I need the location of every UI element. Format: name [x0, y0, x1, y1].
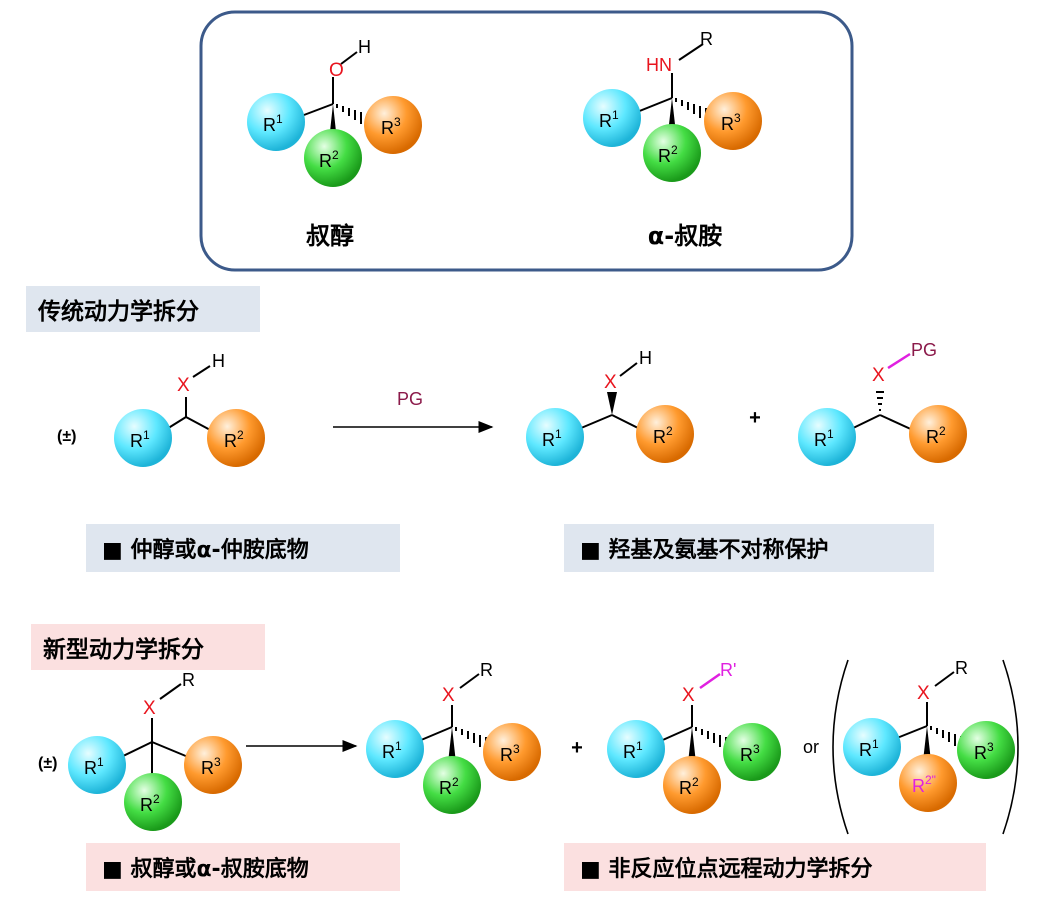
r1-label: R1 [84, 755, 104, 778]
novel-note-label-bg [564, 843, 986, 891]
r3-label: R3 [974, 740, 994, 763]
r3-sphere [704, 92, 762, 150]
r2-label: R2 [319, 148, 339, 171]
racemic-label: (±) [57, 428, 76, 445]
novel-product-unreacted: X R R1 R2 R3 [366, 660, 541, 814]
novel-product-alternative: X R R1 R2" R3 [843, 658, 1015, 812]
traditional-substrate: X H R1 R2 [114, 351, 265, 467]
r3-label: R3 [740, 742, 760, 765]
hydrogen-label: H [358, 37, 371, 57]
r3-sphere [483, 723, 541, 781]
tertiary-amine-caption: α-叔胺 [648, 222, 722, 250]
r-atom-label: R [480, 660, 493, 680]
r1-sphere [114, 409, 172, 467]
x-atom-label: X [442, 685, 455, 706]
x-atom-label: X [682, 685, 695, 706]
right-parenthesis [1002, 659, 1019, 835]
x-atom-label: X [872, 365, 885, 386]
plus-sign: + [571, 737, 583, 759]
r1-sphere [68, 736, 126, 794]
left-parenthesis [832, 659, 849, 835]
r2-label: R2 [439, 775, 459, 798]
novel-note-label: ■ 非反应位点远程动力学拆分 [580, 856, 872, 882]
or-label: or [803, 737, 819, 757]
r1-sphere [526, 408, 584, 466]
r3-label: R3 [500, 742, 520, 765]
r3-sphere [364, 96, 422, 154]
traditional-heading: 传统动力学拆分 [37, 298, 199, 325]
tertiary-amine-structure: HN R R1 R2 R3 α-叔胺 [583, 29, 762, 250]
r1-label: R1 [263, 112, 283, 135]
r1-sphere [247, 93, 305, 151]
r2-sphere [636, 405, 694, 463]
r2-sphere [423, 756, 481, 814]
r3-sphere [723, 723, 781, 781]
r1-label: R1 [859, 737, 879, 760]
r2-label: R2 [224, 428, 244, 451]
r3-label: R3 [721, 111, 741, 134]
amine-r-label: R [700, 29, 713, 49]
r1-label: R1 [382, 739, 402, 762]
r1-label: R1 [814, 427, 834, 450]
novel-heading: 新型动力学拆分 [43, 636, 204, 663]
r2-label: R2 [679, 775, 699, 798]
x-atom-label: X [177, 375, 190, 396]
r2-sphere [909, 405, 967, 463]
oxygen-label: O [329, 60, 344, 81]
r1-sphere [607, 720, 665, 778]
r1-label: R1 [542, 427, 562, 450]
tertiary-alcohol-structure: O H R1 R2 R3 叔醇 [247, 37, 422, 250]
r1-sphere [583, 89, 641, 147]
racemic-label: (±) [38, 755, 57, 772]
r3-sphere [957, 721, 1015, 779]
pg-reagent-label: PG [397, 389, 423, 409]
r2-label: R2 [658, 143, 678, 166]
novel-product-reacted: X R' R1 R2 R3 [607, 660, 781, 814]
r2-label: R2 [653, 424, 673, 447]
r-atom-label: R [182, 670, 195, 690]
r1-label: R1 [599, 108, 619, 131]
r2-sphere [207, 409, 265, 467]
pg-label: PG [911, 340, 937, 360]
r1-label: R1 [130, 428, 150, 451]
tertiary-alcohol-caption: 叔醇 [306, 222, 354, 250]
x-atom-label: X [143, 698, 156, 719]
structures-box [199, 10, 854, 272]
r2-double-prime-label: R2" [912, 773, 936, 796]
r2-sphere [304, 129, 362, 187]
amine-nh-label: HN [646, 55, 672, 75]
traditional-note-label: ■ 羟基及氨基不对称保护 [580, 537, 828, 563]
novel-substrate-label-bg [86, 843, 400, 891]
plus-sign: + [749, 407, 761, 429]
h-atom-label: H [639, 348, 652, 368]
traditional-product-unprotected: X H R1 R2 [526, 348, 694, 466]
r2-label: R2 [926, 424, 946, 447]
r2-sphere [663, 756, 721, 814]
r1-sphere [843, 718, 901, 776]
r2-label: R2 [140, 792, 160, 815]
traditional-substrate-label-bg [86, 524, 400, 572]
r-atom-label: R [955, 658, 968, 678]
r2-sphere [643, 124, 701, 182]
novel-substrate: X R R1 R2 R3 [68, 670, 242, 831]
r1-label: R1 [623, 739, 643, 762]
traditional-heading-bg [26, 286, 260, 332]
r3-sphere [184, 736, 242, 794]
traditional-note-label-bg [564, 524, 934, 572]
novel-substrate-label: ■ 叔醇或α-叔胺底物 [102, 856, 309, 882]
r3-label: R3 [381, 115, 401, 138]
novel-heading-bg [31, 624, 265, 670]
x-atom-label: X [917, 683, 930, 704]
r2-sphere [124, 773, 182, 831]
r3-label: R3 [201, 755, 221, 778]
r-prime-label: R' [720, 660, 736, 680]
x-atom-label: X [604, 372, 617, 393]
r2-sphere [899, 754, 957, 812]
traditional-substrate-label: ■ 仲醇或α-仲胺底物 [102, 537, 309, 563]
r1-sphere [366, 720, 424, 778]
traditional-product-protected: X PG R1 R2 [798, 340, 967, 466]
h-atom-label: H [212, 351, 225, 371]
r1-sphere [798, 408, 856, 466]
